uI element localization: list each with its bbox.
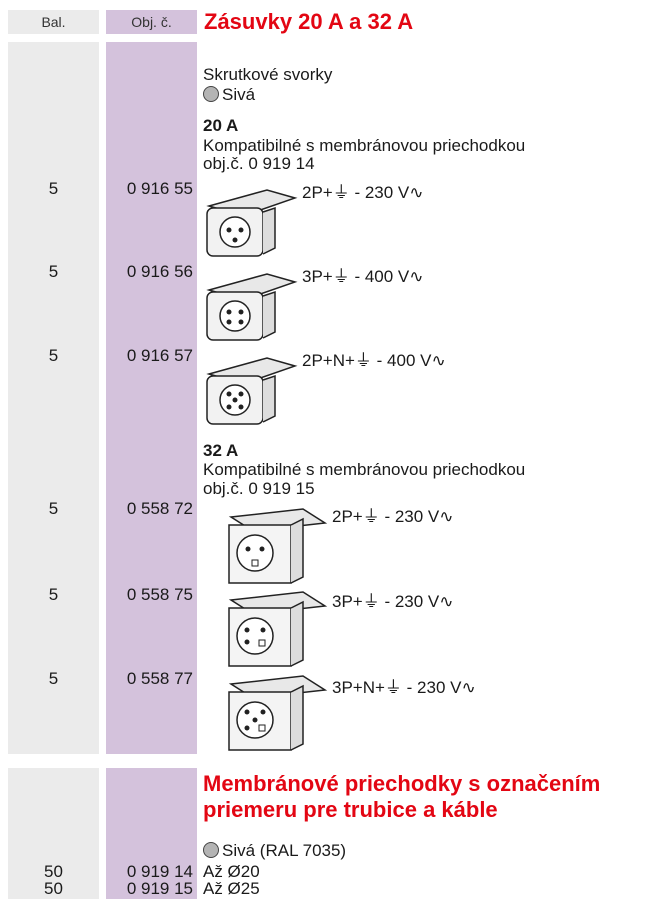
gland-row-bal: 50 [44,879,63,898]
grey-color-swatch-icon [203,86,219,102]
row-bal: 5 [48,179,59,198]
group-20a-heading: 20 A [203,116,239,135]
obj-column-section2 [106,768,197,899]
row-spec: 3P+N+⏚ - 230 V∿ [332,678,476,697]
gland-row-obj-number: 0 919 14 [126,862,193,881]
group-20a-compat-line2: obj.č. 0 919 14 [203,154,315,173]
row-spec: 2P+N+⏚ - 400 V∿ [302,351,446,370]
glands-title-line2: priemeru pre trubice a káble [203,797,498,822]
obj-column-header: Obj. č. [106,10,197,34]
gland-row-obj-number: 0 919 15 [126,879,193,898]
row-obj-number: 0 916 57 [126,346,193,365]
row-obj-number: 0 558 72 [126,499,193,518]
gland-row-bal: 50 [44,862,63,881]
section-title: Zásuvky 20 A a 32 A [204,9,414,34]
row-obj-number: 0 558 75 [126,585,193,604]
row-bal: 5 [48,585,59,604]
row-bal: 5 [48,499,59,518]
group-32a-compat-line1: Kompatibilné s membránovou priechodkou [203,460,526,479]
row-spec: 3P+⏚ - 230 V∿ [332,592,454,611]
gland-row-size: Až Ø20 [203,862,260,881]
obj-column-section1 [106,42,197,754]
row-spec: 2P+⏚ - 230 V∿ [302,183,424,202]
socket-32a-icon [228,591,328,667]
row-obj-number: 0 916 55 [126,179,193,198]
group-32a-compat-line2: obj.č. 0 919 15 [203,479,315,498]
bal-column-header: Bal. [8,10,99,34]
row-bal: 5 [48,262,59,281]
socket-32a-icon [228,675,328,751]
row-spec: 2P+⏚ - 230 V∿ [332,507,454,526]
terminals-note: Skrutkové svorky [203,65,333,84]
bal-column-section2 [8,768,99,899]
socket-20a-icon [206,189,298,257]
socket-20a-icon [206,273,298,341]
row-obj-number: 0 916 56 [126,262,193,281]
grey-color-swatch-icon [203,842,219,858]
socket-20a-icon [206,357,298,425]
gland-row-size: Až Ø25 [203,879,260,898]
socket-32a-icon [228,508,328,584]
row-bal: 5 [48,346,59,365]
bal-column-section1 [8,42,99,754]
color-note: Sivá [203,86,255,104]
row-spec: 3P+⏚ - 400 V∿ [302,267,424,286]
row-obj-number: 0 558 77 [126,669,193,688]
group-20a-compat-line1: Kompatibilné s membránovou priechodkou [203,136,526,155]
row-bal: 5 [48,669,59,688]
glands-title-line1: Membránové priechodky s označením [203,771,601,796]
group-32a-heading: 32 A [203,441,239,460]
glands-color-note: Sivá (RAL 7035) [203,842,346,860]
